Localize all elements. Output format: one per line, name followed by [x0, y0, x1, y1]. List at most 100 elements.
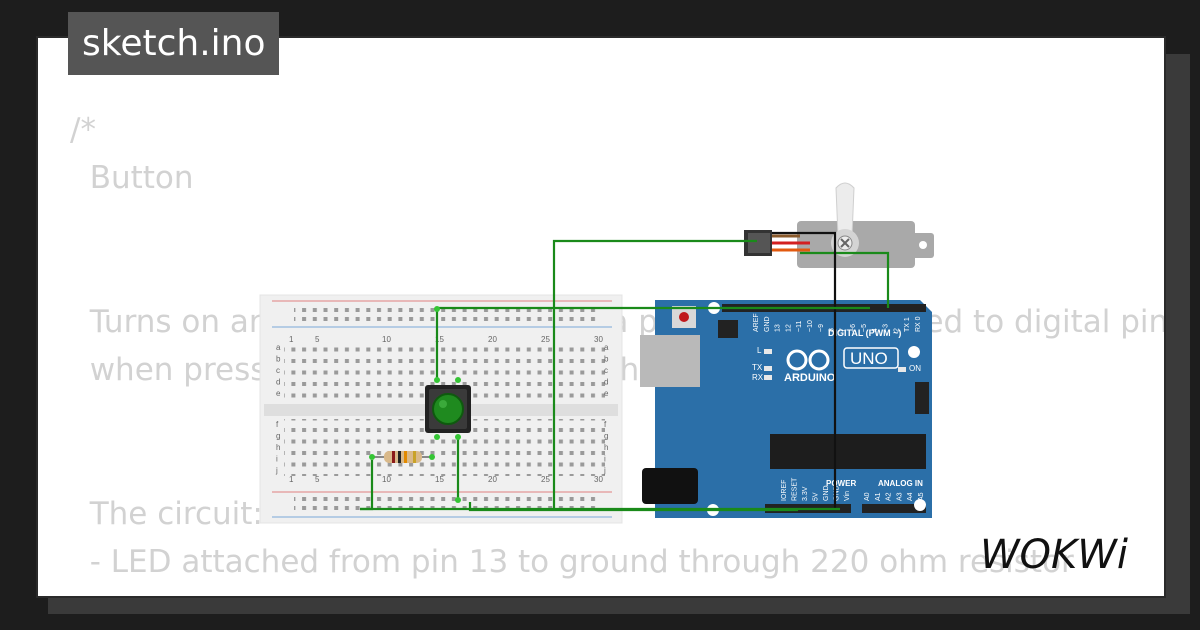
connection-points [369, 306, 461, 503]
top-power-rail[interactable] [294, 305, 599, 323]
analog-pin-label: A3 [896, 492, 903, 501]
column-number: 20 [488, 335, 497, 344]
digital-pin-label: ~5 [861, 324, 868, 332]
column-number: 1 [289, 335, 294, 344]
digital-pin-label: GND [764, 316, 771, 332]
power-pin-label: 3.3V [802, 486, 809, 501]
power-pin-label: RESET [792, 477, 799, 501]
power-pin-label: IOREF [781, 480, 788, 501]
power-label: POWER [826, 479, 856, 488]
column-number: 10 [382, 335, 391, 344]
code-line: /* [70, 112, 96, 148]
led-l-label: L [757, 346, 762, 355]
digital-pin-label: 8 [829, 328, 836, 332]
code-line: The circuit: [70, 496, 263, 532]
arduino-brand-label: ARDUINO [784, 372, 836, 384]
atmega-chip [770, 434, 926, 469]
power-pin-label: GND [834, 485, 841, 501]
row-letter: b [276, 355, 281, 364]
power-pin-label: 5V [813, 492, 820, 501]
analog-pin-label: A1 [875, 492, 882, 501]
column-number: 30 [594, 475, 603, 484]
row-letter: f [276, 420, 279, 429]
row-letter: i [604, 455, 606, 464]
row-letter: g [276, 432, 280, 441]
usb-port [640, 335, 700, 387]
row-letter: e [276, 389, 281, 398]
digital-header-label: DIGITAL (PWM ~) [828, 328, 901, 338]
column-number: 20 [488, 475, 497, 484]
column-number: 5 [315, 335, 320, 344]
pushbutton[interactable] [425, 385, 471, 433]
digital-pin-label: ~3 [883, 324, 890, 332]
wire-servo-pin [800, 251, 890, 308]
digital-pin-label: AREF [753, 313, 760, 332]
servo-motor[interactable] [744, 182, 934, 268]
row-letter: j [603, 466, 606, 475]
row-letter: g [604, 432, 608, 441]
power-pin-label: GND [823, 485, 830, 501]
column-number: 10 [382, 475, 391, 484]
digital-pin-label: 4 [872, 328, 879, 332]
row-letter: h [604, 443, 608, 452]
file-tab[interactable]: sketch.ino [68, 12, 280, 75]
digital-pin-label: ~10 [807, 320, 814, 332]
led-tx-label: TX [752, 363, 763, 372]
row-letter: e [604, 389, 609, 398]
analog-pin-label: A4 [907, 492, 914, 501]
on-led-label: ON [909, 364, 921, 373]
digital-pin-label: RX 0 [915, 316, 922, 332]
column-number: 5 [315, 475, 320, 484]
row-letter: a [604, 343, 609, 352]
digital-pin-label: ~11 [796, 321, 803, 332]
code-line: - pushbutton attached to pin 2 from +5V [70, 586, 1164, 596]
column-number: 25 [541, 335, 550, 344]
row-letter: d [276, 378, 280, 387]
digital-pin-label: ~6 [850, 324, 857, 332]
column-number: 15 [435, 335, 444, 344]
row-letter: f [604, 420, 607, 429]
analog-pin-label: A5 [918, 492, 925, 501]
row-letter: c [276, 366, 280, 375]
arduino-infinity-logo [786, 349, 830, 371]
row-letter: j [275, 466, 278, 475]
digital-pin-label: 7 [839, 328, 846, 332]
column-number: 25 [541, 475, 550, 484]
row-letter: d [604, 378, 608, 387]
row-letter: h [276, 443, 280, 452]
power-pin-label: Vin [844, 491, 851, 501]
code-line: - LED attached from pin 13 to ground thr… [70, 544, 1074, 580]
svg-text:WOKWi: WOKWi [980, 532, 1128, 578]
column-number: 1 [289, 475, 294, 484]
led-rx-label: RX [752, 373, 764, 382]
wire-5v-bus [468, 502, 798, 512]
analog-in-label: ANALOG IN [878, 479, 923, 488]
row-letter: b [604, 355, 609, 364]
digital-pin-label: 13 [775, 324, 782, 332]
row-letter: c [604, 366, 608, 375]
digital-pin-label: TX 1 [904, 317, 911, 332]
wire-servo-gnd [772, 231, 837, 508]
analog-pin-label: A0 [864, 492, 871, 501]
power-jack [642, 468, 698, 504]
column-number: 30 [594, 335, 603, 344]
digital-pin-label: 12 [785, 324, 792, 332]
analog-header[interactable] [862, 504, 926, 513]
arduino-uno[interactable]: L TX RX ON DIGITAL (PWM ~) ARDUINO UNO P… [640, 300, 932, 518]
column-number: 15 [435, 475, 444, 484]
code-line: Button [70, 160, 194, 196]
analog-pin-label: A2 [886, 492, 893, 501]
row-letter: i [276, 455, 278, 464]
resistor[interactable] [372, 451, 432, 463]
file-tab-label: sketch.ino [82, 23, 266, 64]
wokwi-logo: WOKWi [980, 532, 1128, 578]
wire-servo-signal [552, 239, 757, 511]
digital-pin-label: ~9 [818, 324, 825, 332]
